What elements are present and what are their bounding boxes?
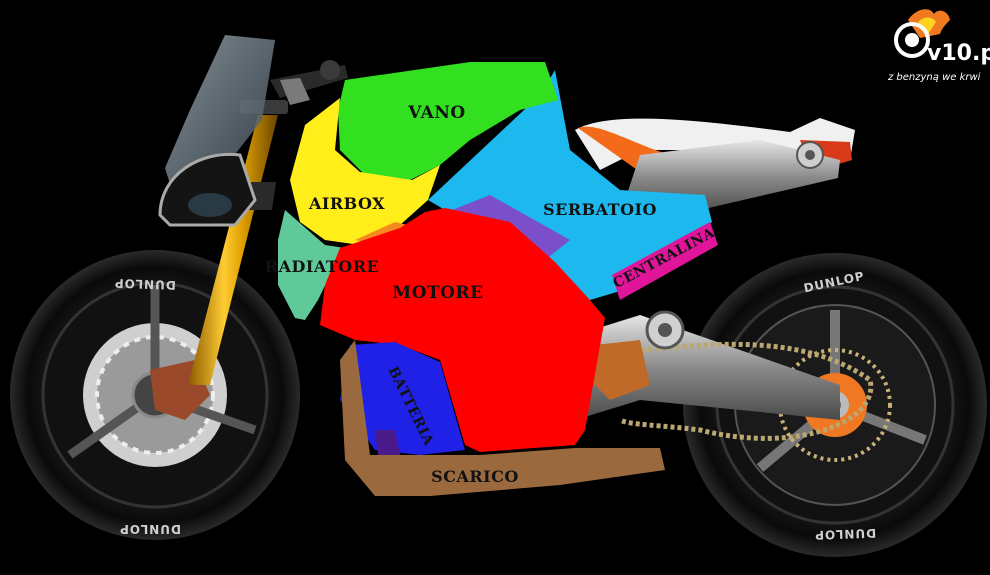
zone-scarico	[340, 340, 665, 496]
zone-vano	[338, 62, 558, 180]
logo-tagline: z benzyną we krwi	[887, 72, 981, 83]
label-vano: VANO	[407, 103, 465, 123]
label-motore: MOTORE	[392, 283, 483, 303]
zone-radiatore	[278, 210, 345, 320]
zone-serbatoio	[428, 70, 712, 300]
front-wheel: DUNLOP DUNLOP	[10, 250, 300, 540]
site-logo: v10.pl z benzyną we krwi	[887, 9, 990, 83]
zone-dark-purple-accent	[375, 430, 400, 455]
zone-map	[278, 62, 718, 496]
handlebar	[270, 60, 348, 105]
zone-motore	[320, 208, 605, 452]
rear-tire-brand-bottom: DUNLOP	[814, 526, 876, 542]
front-tire-brand-top: DUNLOP	[114, 276, 176, 292]
front-tire-brand-bottom: DUNLOP	[119, 522, 181, 536]
zone-airbox	[290, 98, 440, 245]
zone-batteria	[340, 342, 465, 455]
logo-tire-icon	[894, 22, 930, 58]
label-airbox: AIRBOX	[308, 194, 385, 213]
label-serbatoio: SERBATOIO	[543, 200, 657, 219]
label-scarico: SCARICO	[431, 467, 519, 486]
swingarm	[560, 310, 874, 441]
label-radiatore: RADIATORE	[265, 257, 379, 276]
headlight-fairing	[158, 35, 275, 227]
logo-name: v10.pl	[927, 41, 990, 66]
tail-section	[575, 118, 855, 215]
zone-centralina	[612, 222, 718, 300]
logo-flame-icon	[908, 9, 950, 38]
